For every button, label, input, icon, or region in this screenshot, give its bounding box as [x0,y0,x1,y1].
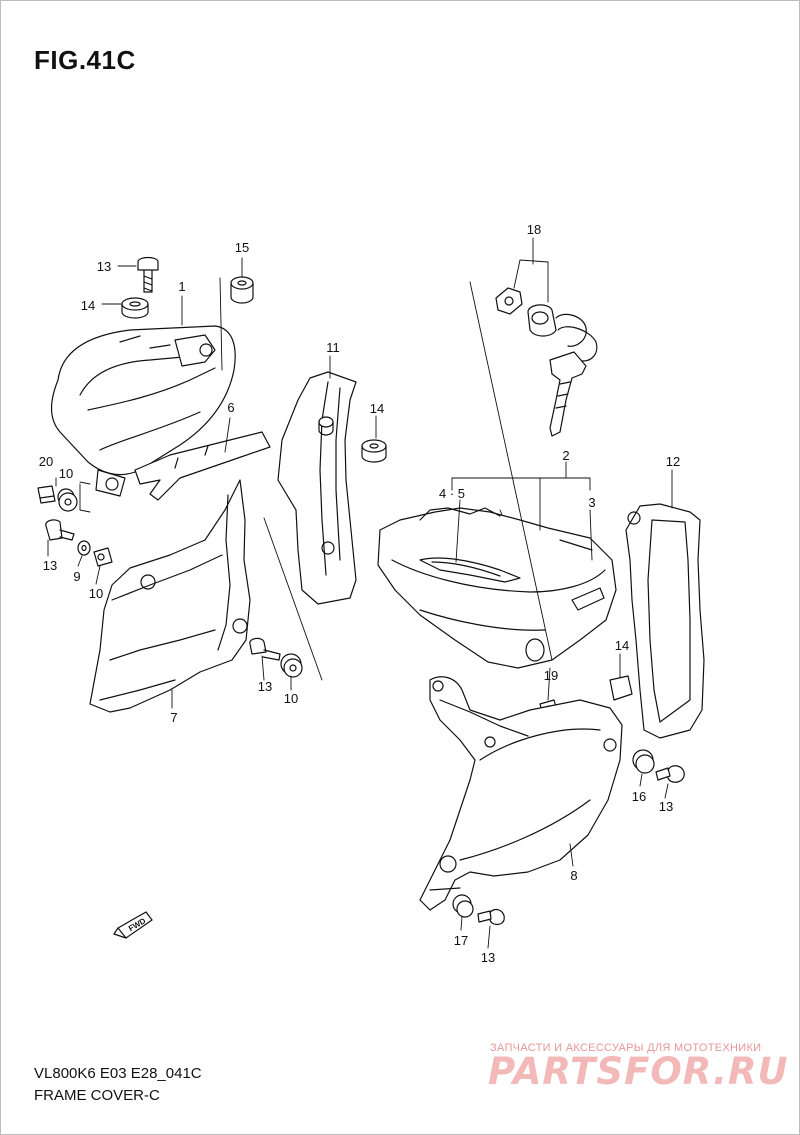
part-6-bracket[interactable] [134,431,271,501]
part-13-screw-a[interactable] [45,519,75,541]
callout-20: 20 [39,454,53,469]
fwd-arrow-icon: FWD [113,911,153,939]
watermark-tagline: ЗАПЧАСТИ И АКСЕССУАРЫ ДЛЯ МОТОТЕХНИКИ [490,1042,762,1054]
callout-13e: 13 [481,950,495,965]
callout-16: 16 [632,789,646,804]
callout-11: 11 [326,340,340,355]
part-11-bracket[interactable] [277,371,357,605]
callout-10b: 10 [89,586,103,601]
watermark-brand: PARTSFOR.RU [488,1050,789,1093]
part-13-screw-top[interactable] [137,256,159,293]
callout-19: 19 [544,668,558,683]
figure-title: FIG.41C [34,45,136,75]
part-1-frame-cover[interactable] [50,325,236,497]
part-9-washer[interactable] [77,540,91,556]
part-12-bracket[interactable] [625,503,705,739]
part-16-grommet[interactable] [632,749,655,774]
part-10-grommet-a[interactable] [57,488,78,512]
callout-10a: 10 [59,466,73,481]
part-17-grommet[interactable] [452,894,474,918]
callout-12: 12 [666,454,680,469]
callout-7: 7 [170,710,177,725]
callout-17: 17 [454,933,468,948]
leader-lines [47,237,673,949]
part-10-grommet-b[interactable] [93,547,113,567]
part-13-screw-c[interactable] [655,765,685,783]
callout-13b: 13 [43,558,57,573]
part-13-screw-d[interactable] [477,908,505,926]
model-code: VL800K6 E03 E28_041C [34,1065,202,1082]
part-14-grommet-mid[interactable] [361,439,387,463]
callout-13c: 13 [258,679,272,694]
callout-9: 9 [73,569,80,584]
callout-10c: 10 [284,691,298,706]
callout-15: 15 [235,240,249,255]
callout-1: 1 [178,279,185,294]
part-14-grommet-right[interactable] [609,675,633,701]
figure-description: FRAME COVER-C [34,1087,160,1104]
part-7-side-cover[interactable] [89,479,251,713]
callout-18: 18 [527,222,541,237]
part-8-side-cover[interactable] [419,676,623,911]
part-18-lock-set[interactable] [495,287,598,437]
callout-13a: 13 [97,259,111,274]
part-13-screw-b[interactable] [249,637,281,661]
callout-14a: 14 [81,298,95,313]
callout-4-5: 4 · 5 [439,486,465,501]
callout-3: 3 [588,495,595,510]
part-20-nut[interactable] [37,485,56,504]
part-14-grommet-top[interactable] [121,297,149,319]
part-10-grommet-c[interactable] [280,653,303,678]
part-15-grommet[interactable] [230,276,254,304]
callout-2: 2 [562,448,569,463]
callout-labels: 1 2 3 4 · 5 6 7 8 9 10 10 10 11 12 13 13… [39,222,680,965]
callout-6: 6 [227,400,234,415]
callout-13d: 13 [659,799,673,814]
callout-14c: 14 [615,638,629,653]
callout-8: 8 [570,868,577,883]
callout-14b: 14 [370,401,384,416]
part-2-frame-cover[interactable] [377,507,617,669]
